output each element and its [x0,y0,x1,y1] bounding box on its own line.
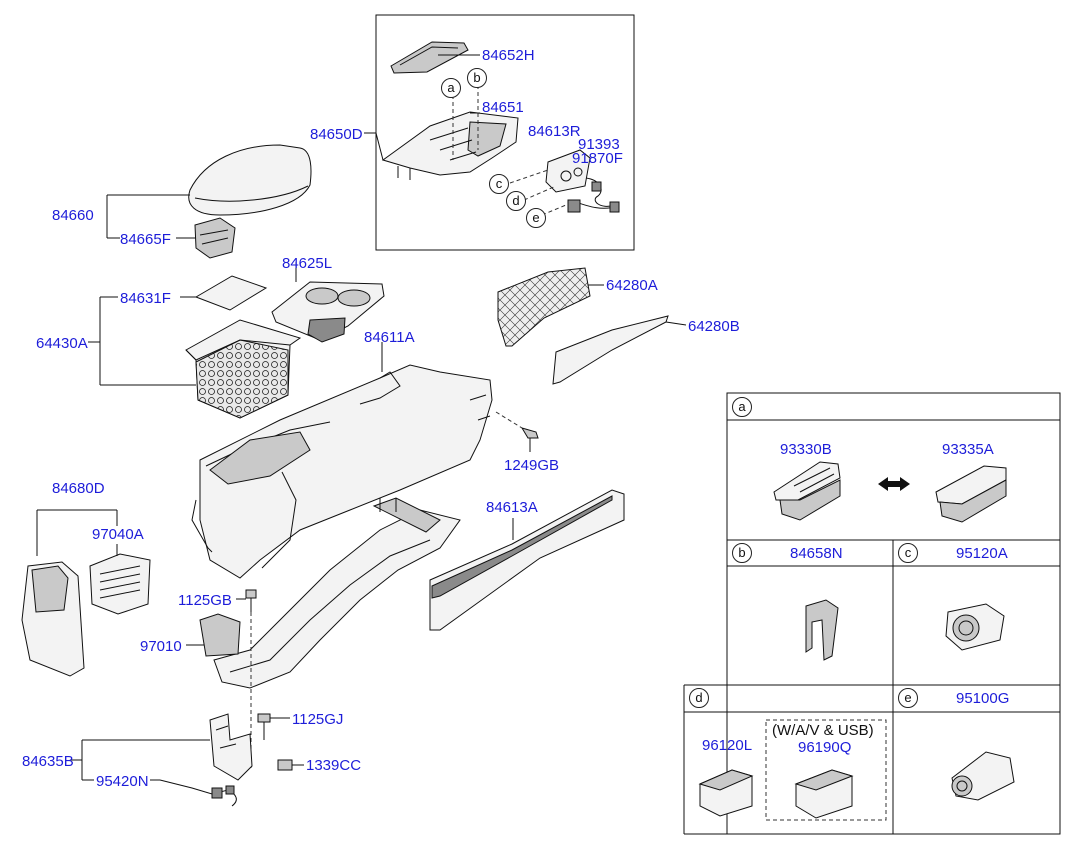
callout-c: c [489,174,509,194]
callout-b: b [467,68,487,88]
wiring-harness-95420N [159,779,237,807]
callout-a: a [441,78,461,98]
label-64280A: 64280A [606,277,658,294]
duct-bracket [213,509,461,689]
label-84680D: 84680D [52,480,105,497]
table-marker-d: d [689,688,709,708]
label-64430A: 64430A [36,335,88,352]
table-label-96190Q: 96190Q [798,739,852,756]
callout-e: e [526,208,546,228]
table-option-note: (W/A/V & USB) [772,722,874,739]
swap-arrow [878,477,910,491]
label-97010: 97010 [140,638,182,655]
side-trim-64280A [497,267,591,347]
label-1125GB: 1125GB [178,592,232,609]
label-64280B: 64280B [688,318,740,335]
callout-d: d [506,191,526,211]
bolt-1249GB [520,427,539,439]
label-84652H: 84652H [482,47,535,64]
nut-1339CC [277,759,293,771]
table-label-95100G: 95100G [956,690,1010,707]
table-label-96120L: 96120L [702,737,753,754]
label-84665F: 84665F [120,231,171,248]
duct-clip [372,497,441,533]
table-marker-c: c [898,543,918,563]
center-console-84611A [199,364,493,579]
air-duct-97010 [199,613,241,657]
table-marker-a: a [732,397,752,417]
trim-panel-84613A [429,489,625,631]
label-84611A: 84611A [364,329,415,346]
mount-bracket-84635B [209,713,253,781]
table-label-93330B: 93330B [780,441,832,458]
side-trim-64280B [552,315,669,385]
label-84660: 84660 [52,207,94,224]
label-84650D: 84650D [310,126,363,143]
label-95420N: 95420N [96,773,149,790]
storage-mat-84631F [194,275,268,311]
label-84613A: 84613A [486,499,538,516]
table-marker-e: e [898,688,918,708]
table-label-84658N: 84658N [790,545,843,562]
bolt-1125GB [245,589,257,599]
label-91393: 91393 [578,136,620,153]
rear-vent-97040A [89,553,151,615]
label-84625L: 84625L [282,255,333,272]
label-84651: 84651 [482,99,524,116]
label-84631F: 84631F [120,290,171,307]
clip-84658N [805,599,839,661]
indicator-bezel-84652H [390,41,469,74]
label-1339CC: 1339CC [306,757,362,774]
table-label-95120A: 95120A [956,545,1008,562]
label-84613R: 84613R [528,123,581,140]
label-84635B: 84635B [22,753,74,770]
bolt-1125GJ [257,713,271,723]
armrest-cover-84660 [188,144,312,216]
label-97040A: 97040A [92,526,144,543]
armrest-hinge-84665F [194,217,236,259]
label-1125GJ: 1125GJ [292,711,344,728]
table-marker-b: b [732,543,752,563]
table-label-93335A: 93335A [942,441,994,458]
label-91870F: 91870F [572,150,623,167]
label-1249GB: 1249GB [504,457,560,474]
